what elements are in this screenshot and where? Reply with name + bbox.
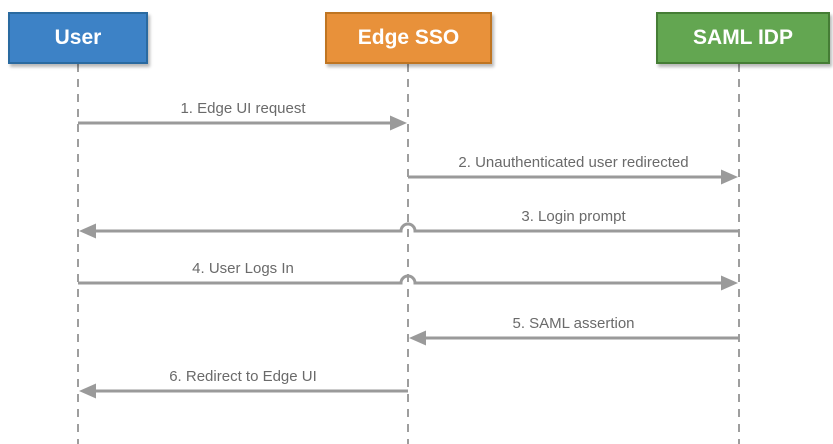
arrowhead-left-icon bbox=[409, 330, 426, 346]
message-label-1: 1. Edge UI request bbox=[180, 100, 306, 117]
actor-label-edge-sso: Edge SSO bbox=[357, 26, 460, 49]
arrowhead-right-icon bbox=[390, 115, 407, 131]
message-label-2: 2. Unauthenticated user redirected bbox=[458, 154, 689, 171]
message-label-3: 3. Login prompt bbox=[521, 208, 626, 225]
actor-box-saml-idp: SAML IDP bbox=[656, 12, 830, 64]
arrowhead-right-icon bbox=[721, 169, 738, 185]
message-line-4 bbox=[78, 274, 721, 285]
actor-box-edge-sso: Edge SSO bbox=[325, 12, 492, 64]
actor-label-saml-idp: SAML IDP bbox=[693, 26, 793, 49]
message-line-3 bbox=[96, 222, 739, 233]
message-label-5: 5. SAML assertion bbox=[512, 315, 635, 332]
message-label-6: 6. Redirect to Edge UI bbox=[169, 368, 317, 385]
arrowhead-left-icon bbox=[79, 223, 96, 239]
actor-label-user: User bbox=[54, 26, 102, 49]
arrowhead-right-icon bbox=[721, 275, 738, 291]
message-label-4: 4. User Logs In bbox=[192, 260, 294, 277]
actor-box-user: User bbox=[8, 12, 148, 64]
arrowhead-left-icon bbox=[79, 383, 96, 399]
